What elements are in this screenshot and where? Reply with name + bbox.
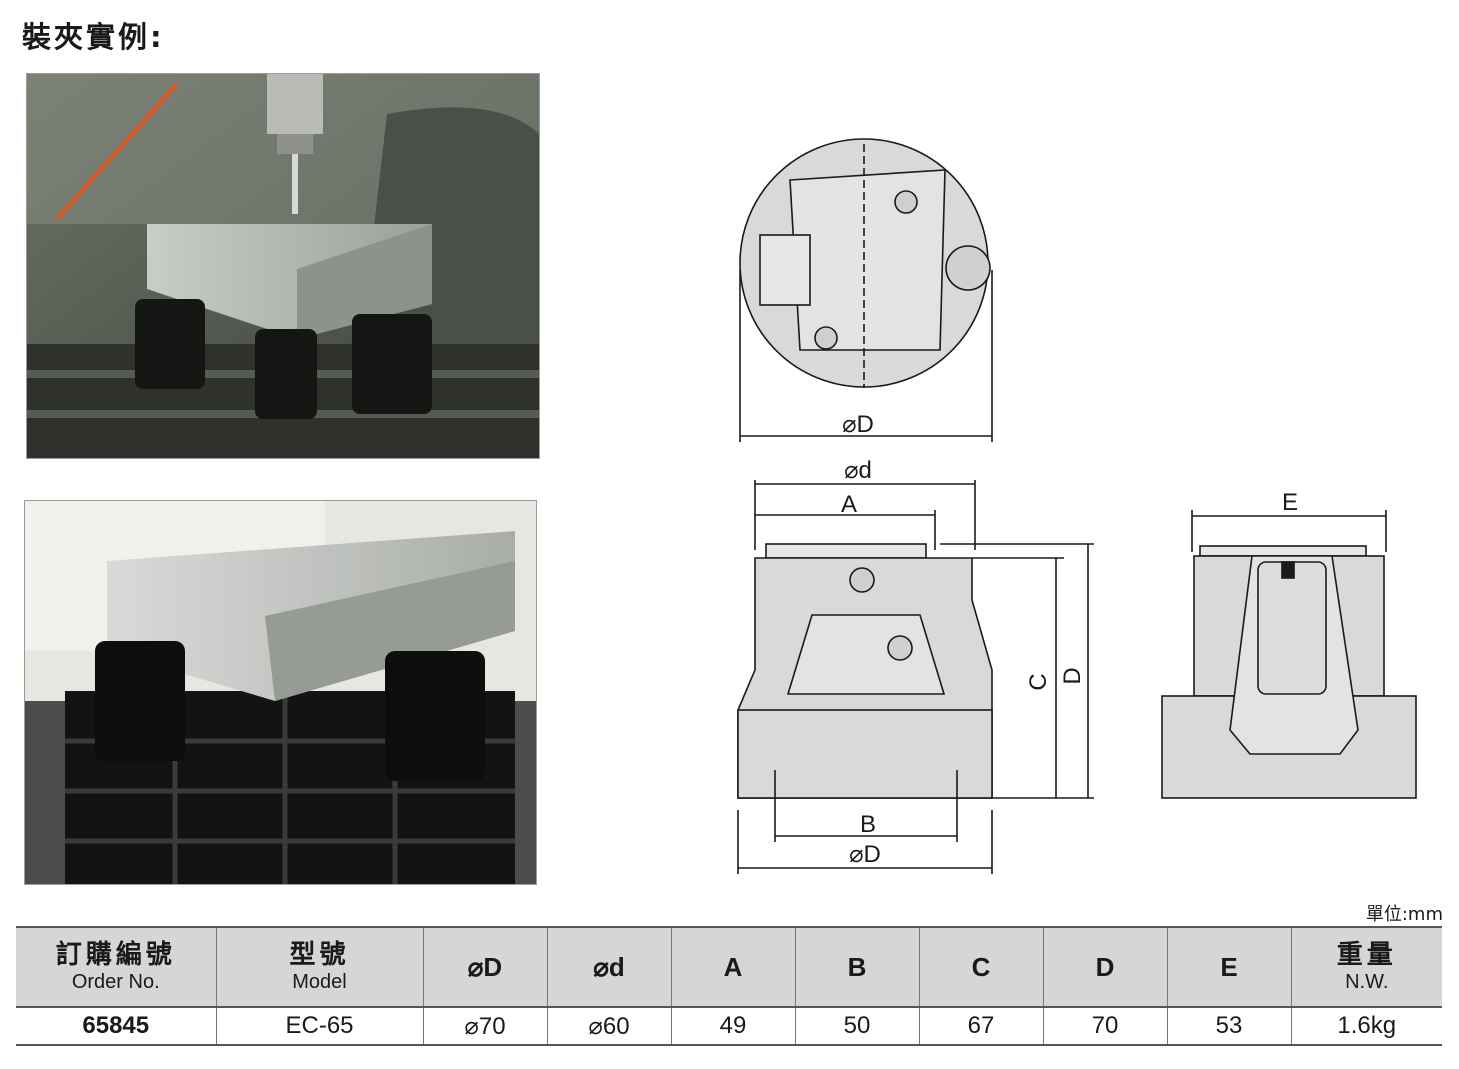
table-row: 65845 EC-65 ⌀70 ⌀60 49 50 67 70 53 1.6kg bbox=[16, 1007, 1442, 1046]
unit-label: 單位:mm bbox=[1365, 904, 1443, 925]
side-view-drawing bbox=[1161, 545, 1417, 799]
cell-c: 67 bbox=[918, 1007, 1043, 1046]
cell-weight: 1.6kg bbox=[1290, 1007, 1442, 1046]
cell-b: 50 bbox=[794, 1007, 919, 1046]
cell-a: 49 bbox=[670, 1007, 795, 1046]
header-d: D bbox=[1042, 926, 1167, 1008]
dim-label-small-d: ⌀d bbox=[844, 457, 872, 484]
front-view-drawing bbox=[737, 543, 993, 799]
top-view-drawing bbox=[739, 138, 991, 388]
dim-label-d: D bbox=[1059, 667, 1086, 684]
dim-label-top-d: ⌀D bbox=[842, 411, 874, 438]
header-inner-diameter: ⌀d bbox=[546, 926, 671, 1008]
clamping-example-photo-drilling bbox=[26, 73, 540, 459]
cell-d: 70 bbox=[1042, 1007, 1167, 1046]
technical-drawings: ⌀D ⌀d A B ⌀D C D E bbox=[737, 138, 1417, 874]
cell-outer-diameter: ⌀70 bbox=[422, 1007, 547, 1046]
dim-label-b: B bbox=[860, 811, 876, 838]
dim-label-a: A bbox=[841, 491, 857, 518]
header-c: C bbox=[918, 926, 1043, 1008]
cell-model: EC-65 bbox=[215, 1007, 423, 1046]
clamping-example-photo-grid bbox=[24, 500, 537, 885]
header-outer-diameter: ⌀D bbox=[422, 926, 547, 1008]
header-e: E bbox=[1166, 926, 1291, 1008]
dim-label-c: C bbox=[1025, 673, 1052, 690]
cell-order-no: 65845 bbox=[16, 1007, 216, 1046]
header-b: B bbox=[794, 926, 919, 1008]
dim-label-front-d: ⌀D bbox=[849, 841, 881, 868]
dim-label-e: E bbox=[1282, 489, 1298, 516]
cell-e: 53 bbox=[1166, 1007, 1291, 1046]
page-title: 裝夾實例: bbox=[22, 20, 165, 54]
cell-inner-diameter: ⌀60 bbox=[546, 1007, 671, 1046]
header-a: A bbox=[670, 926, 795, 1008]
